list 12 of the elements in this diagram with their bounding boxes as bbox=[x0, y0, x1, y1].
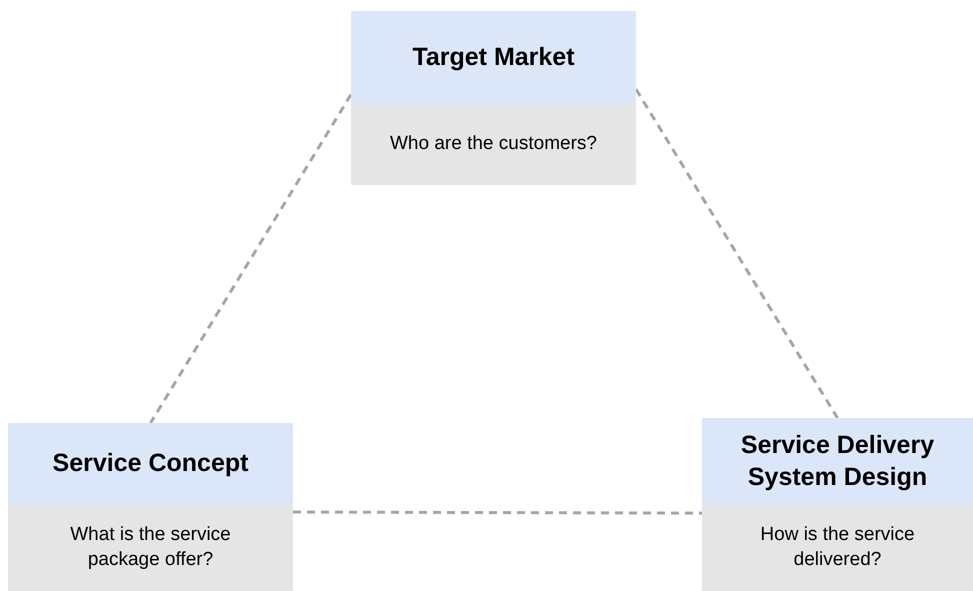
card-body-text: What is the service package offer? bbox=[69, 523, 232, 572]
concept-card bbox=[702, 418, 973, 591]
card-header: Service Delivery System Design bbox=[702, 418, 973, 505]
card-body-text: Who are the customers? bbox=[389, 132, 598, 156]
concept-card bbox=[351, 11, 636, 185]
dashed-connector bbox=[634, 88, 839, 419]
card-header: Service Concept bbox=[8, 423, 293, 505]
card-body-text: How is the service delivered? bbox=[759, 523, 916, 572]
dashed-connector bbox=[149, 94, 352, 424]
dashed-connector bbox=[293, 510, 702, 515]
concept-card bbox=[8, 423, 293, 591]
card-header: Target Market bbox=[351, 11, 636, 104]
